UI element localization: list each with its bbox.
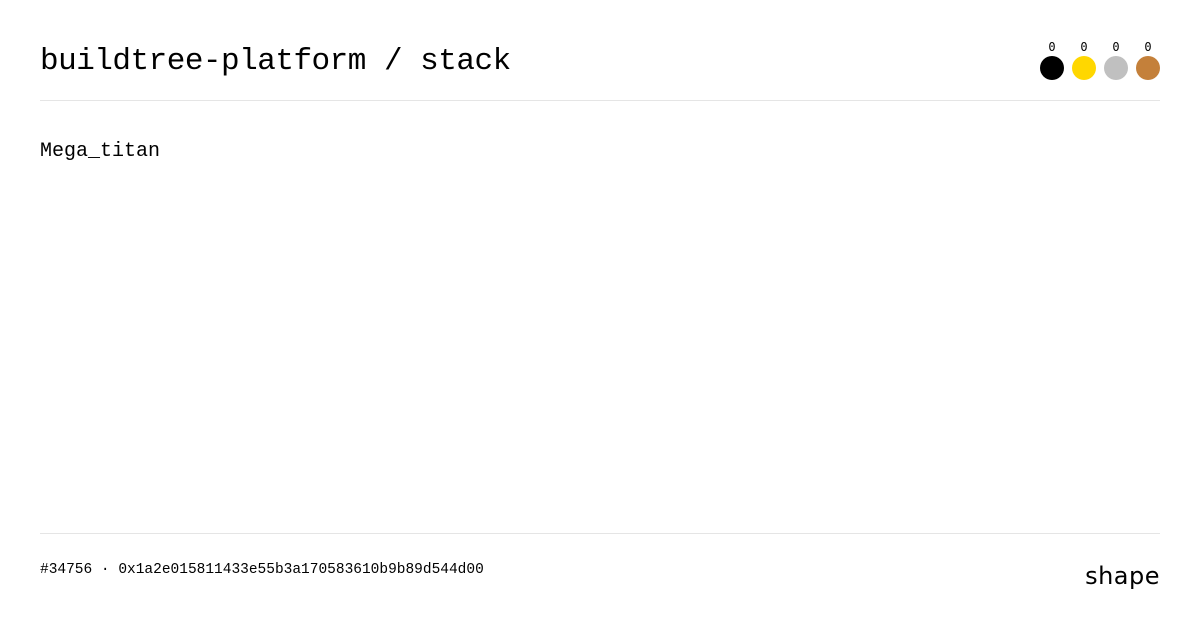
- footer-meta: #34756 · 0x1a2e015811433e55b3a170583610b…: [40, 562, 484, 578]
- footer: #34756 · 0x1a2e015811433e55b3a170583610b…: [40, 533, 1160, 631]
- swatch-bronze: 0: [1136, 40, 1160, 80]
- swatch-gold: 0: [1072, 40, 1096, 80]
- page-title: buildtree-platform / stack: [40, 44, 511, 79]
- gold-dot-icon: [1072, 56, 1096, 80]
- header: buildtree-platform / stack 0 0 0 0: [40, 0, 1160, 101]
- black-dot-icon: [1040, 56, 1064, 80]
- bronze-dot-icon: [1136, 56, 1160, 80]
- swatch-count: 0: [1112, 40, 1120, 54]
- swatch-silver: 0: [1104, 40, 1128, 80]
- subtitle: Mega_titan: [40, 140, 161, 163]
- silver-dot-icon: [1104, 56, 1128, 80]
- separator: ·: [100, 562, 110, 578]
- item-id: #34756: [40, 562, 93, 578]
- swatch-black: 0: [1040, 40, 1064, 80]
- swatch-list: 0 0 0 0: [1040, 40, 1160, 80]
- brand-logo: shape: [1085, 562, 1160, 590]
- swatch-count: 0: [1144, 40, 1152, 54]
- swatch-count: 0: [1080, 40, 1088, 54]
- swatch-count: 0: [1048, 40, 1056, 54]
- hash: 0x1a2e015811433e55b3a170583610b9b89d544d…: [118, 562, 484, 578]
